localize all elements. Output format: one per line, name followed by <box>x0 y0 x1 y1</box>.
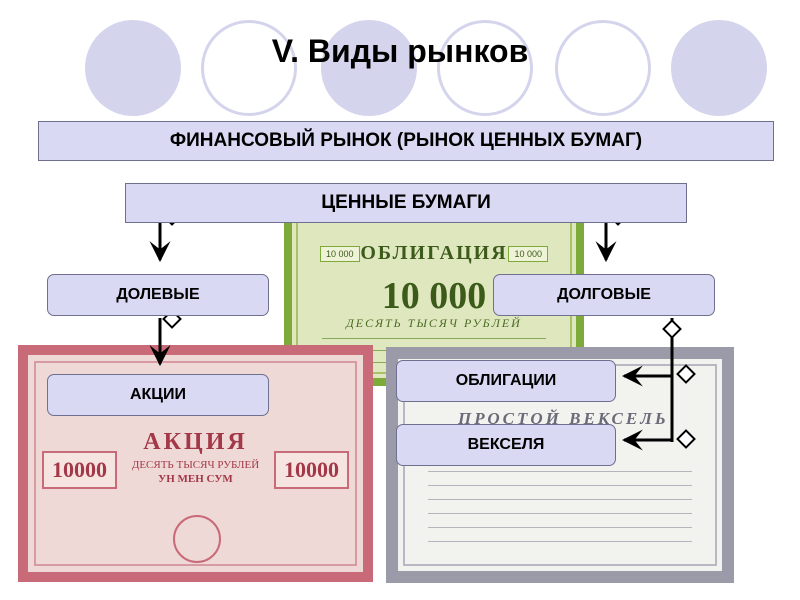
decor-circle-3 <box>321 20 417 116</box>
bond-amount-words: ДЕСЯТЬ ТЫСЯЧ РУБЛЕЙ <box>346 316 522 330</box>
bills-label: ВЕКСЕЛЯ <box>467 436 545 453</box>
shares-label: АКЦИИ <box>129 386 186 403</box>
bond-corner-amount-right: 10 000 <box>508 246 548 262</box>
bond-corner-amount-left: 10 000 <box>320 246 360 262</box>
share-amount-left: 10000 <box>42 451 117 489</box>
decor-circle-2 <box>201 20 297 116</box>
bonds-box: ОБЛИГАЦИИ <box>396 360 616 402</box>
bill-rule <box>428 471 692 472</box>
securities-label: ЦЕННЫЕ БУМАГИ <box>321 192 491 213</box>
share-amount-words: ДЕСЯТЬ ТЫСЯЧ РУБЛЕЙ <box>131 459 260 471</box>
bill-rule <box>428 527 692 528</box>
bill-title: ПРОСТОЙ ВЕКСЕЛЬ <box>458 409 669 428</box>
securities-box: ЦЕННЫЕ БУМАГИ <box>125 183 687 223</box>
financial-market-box: ФИНАНСОВЫЙ РЫНОК (РЫНОК ЦЕННЫХ БУМАГ) <box>38 121 774 161</box>
bill-rule <box>428 485 692 486</box>
share-frame <box>34 361 357 566</box>
equity-box: ДОЛЕВЫЕ <box>47 274 269 316</box>
shares-box: АКЦИИ <box>47 374 269 416</box>
bond-amount: 10 000 <box>381 275 487 317</box>
slide-title: V. Виды рынков <box>271 33 529 69</box>
bond-title: ОБЛИГАЦИЯ <box>360 242 508 264</box>
financial-market-label: ФИНАНСОВЫЙ РЫНОК (РЫНОК ЦЕННЫХ БУМАГ) <box>169 130 643 151</box>
decor-circle-5 <box>555 20 651 116</box>
connector-node-icon <box>676 429 696 449</box>
connector-node-icon <box>662 319 682 339</box>
bond-rule <box>322 338 546 339</box>
bonds-label: ОБЛИГАЦИИ <box>455 372 557 389</box>
bill-rule <box>428 513 692 514</box>
share-amount-words-alt: УН МЕН СУМ <box>158 473 233 485</box>
connector-node-icon <box>676 364 696 384</box>
equity-label: ДОЛЕВЫЕ <box>116 286 200 303</box>
decor-circle-6 <box>671 20 767 116</box>
decor-circle-4 <box>437 20 533 116</box>
bills-box: ВЕКСЕЛЯ <box>396 424 616 466</box>
bill-rule <box>428 499 692 500</box>
share-amount-right: 10000 <box>274 451 349 489</box>
bill-rule <box>428 541 692 542</box>
share-title: АКЦИЯ <box>143 429 248 455</box>
debt-box: ДОЛГОВЫЕ <box>493 274 715 316</box>
debt-label: ДОЛГОВЫЕ <box>557 286 651 303</box>
share-seal <box>173 515 221 563</box>
decor-circle-1 <box>85 20 181 116</box>
